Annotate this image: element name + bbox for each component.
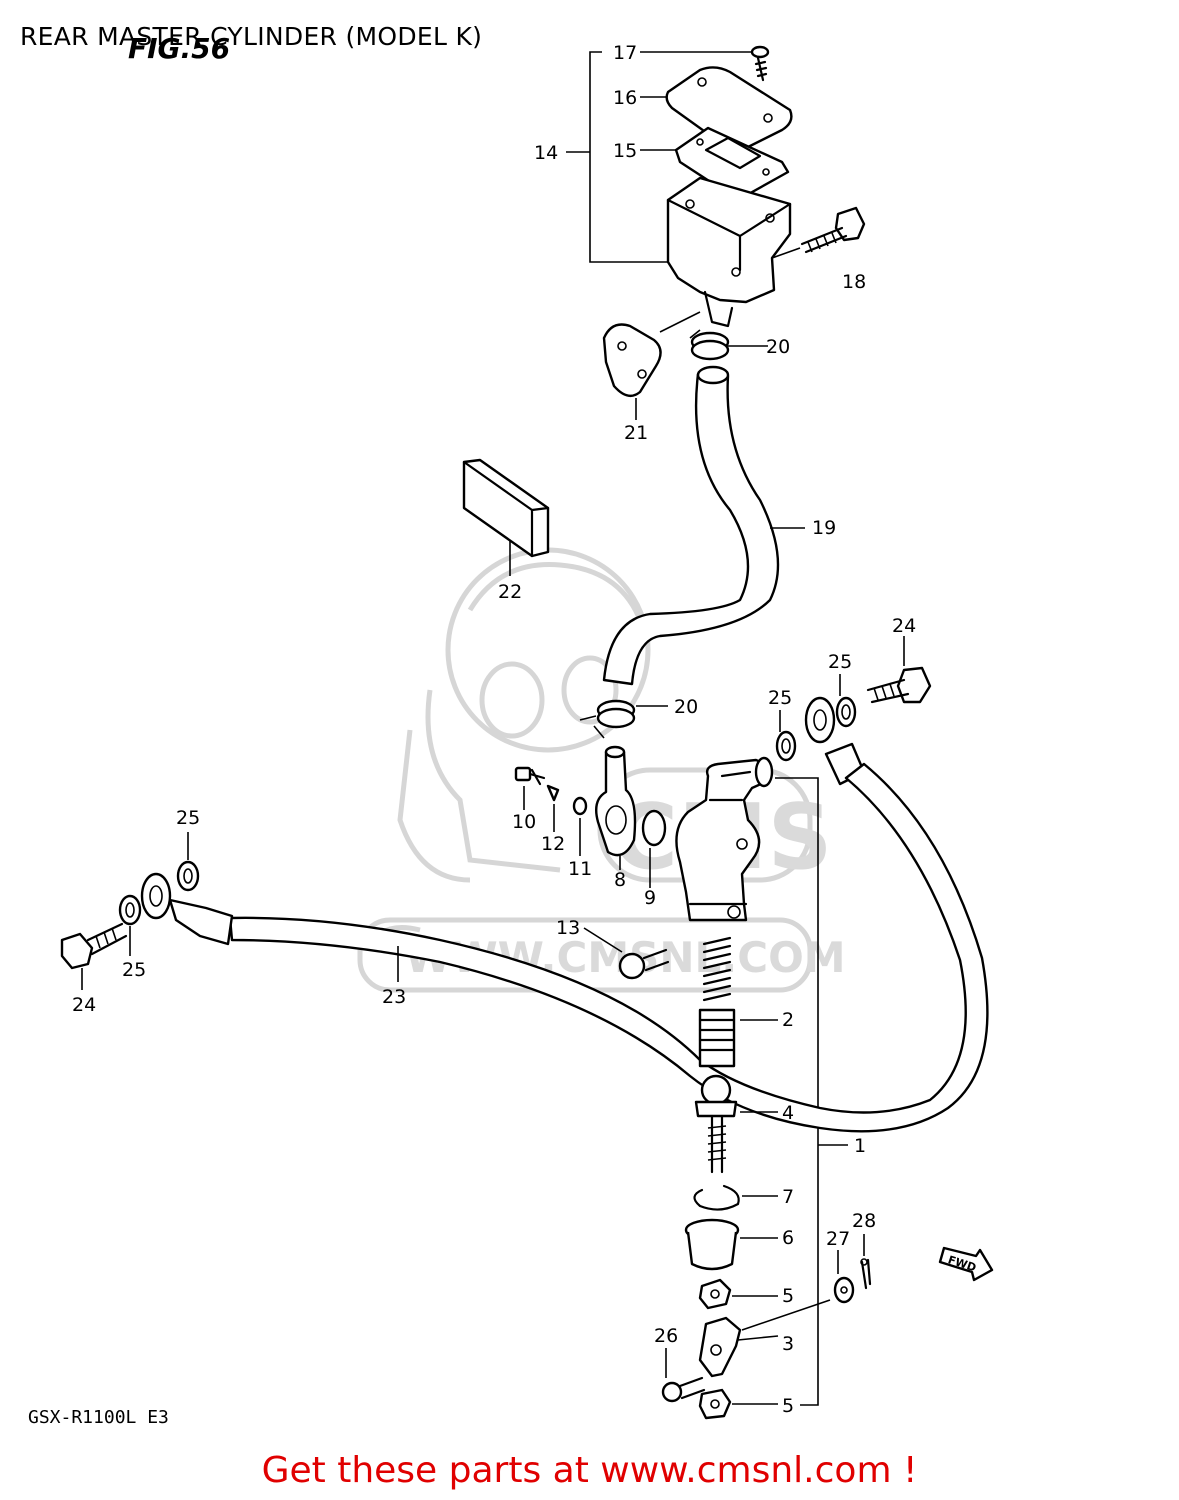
- callout-22: 22: [498, 581, 522, 603]
- callout-21: 21: [624, 422, 648, 444]
- push-rod-4: [694, 1074, 778, 1174]
- washer-27: [741, 1250, 855, 1331]
- callout-24-right: 24: [892, 615, 916, 637]
- bolt-18: [800, 206, 866, 254]
- callout-25-left-inner: 25: [122, 959, 146, 981]
- bolt-13: [583, 927, 670, 980]
- callout-2: 2: [782, 1009, 794, 1031]
- page-title: REAR MASTER CYLINDER (MODEL K): [20, 22, 483, 51]
- callout-4: 4: [782, 1102, 794, 1124]
- callout-9: 9: [644, 887, 656, 909]
- screw-17: [750, 45, 770, 82]
- hose-clamp-20-bottom: [579, 699, 668, 739]
- callout-14: 14: [534, 142, 558, 164]
- callout-10: 10: [512, 811, 536, 833]
- banjo-bolt-24-left: [60, 922, 128, 990]
- o-ring-9: [641, 809, 667, 888]
- figure-label: FIG.56: [128, 32, 231, 65]
- callout-16: 16: [613, 87, 637, 109]
- label-card-22: [462, 458, 550, 576]
- spring-piston-2: [698, 936, 778, 1068]
- o-ring-11: [572, 796, 588, 856]
- washer-25-right-inner: [775, 710, 797, 762]
- callout-labels: 17 16 15 14 18 20 21 19 22 24 25 25 20 1…: [72, 42, 916, 1417]
- footer-link[interactable]: Get these parts at www.cmsnl.com !: [261, 1450, 918, 1491]
- callout-15: 15: [613, 140, 637, 162]
- brake-hose-23: [140, 696, 989, 1133]
- clevis-pin-26: [661, 1348, 706, 1403]
- fwd-arrow-icon: FWD: [938, 1246, 994, 1282]
- hose-clamp-20-top: [689, 329, 768, 361]
- circlip-7: [693, 1184, 778, 1211]
- group-bracket-1: [775, 777, 848, 1406]
- gasket-plate-21: [602, 311, 701, 420]
- callout-25-left-outer: 25: [176, 807, 200, 829]
- nut-5-lower: [698, 1388, 778, 1420]
- callout-6: 6: [782, 1227, 794, 1249]
- reservoir-cap-16: [665, 66, 793, 151]
- callout-11: 11: [568, 858, 592, 880]
- washer-25-right-outer: [835, 674, 857, 728]
- callout-28: 28: [852, 1210, 876, 1232]
- callout-25-right-inner: 25: [768, 687, 792, 709]
- clevis-3: [698, 1316, 779, 1378]
- hose-union-8: [595, 745, 637, 870]
- callout-5-lower: 5: [782, 1395, 794, 1417]
- screw-10: [514, 766, 546, 810]
- callout-27: 27: [826, 1228, 850, 1250]
- callout-20-top: 20: [766, 336, 790, 358]
- callout-18: 18: [842, 271, 866, 293]
- callout-24-left: 24: [72, 994, 96, 1016]
- callout-26: 26: [654, 1325, 678, 1347]
- master-cylinder-body: [675, 756, 774, 922]
- nut-5-upper: [698, 1278, 778, 1310]
- callout-17: 17: [613, 42, 637, 64]
- callout-13: 13: [556, 917, 580, 939]
- boot-6: [684, 1218, 778, 1271]
- callout-19: 19: [812, 517, 836, 539]
- callout-25-right-outer: 25: [828, 651, 852, 673]
- banjo-bolt-24-right: [866, 636, 932, 704]
- callout-7: 7: [782, 1186, 794, 1208]
- callout-8: 8: [614, 869, 626, 891]
- callout-12: 12: [541, 833, 565, 855]
- callout-3: 3: [782, 1333, 794, 1355]
- washer-25-left-inner: [118, 894, 142, 956]
- callout-23: 23: [382, 986, 406, 1008]
- callout-20-bottom: 20: [674, 696, 698, 718]
- cotter-pin-28: [860, 1234, 872, 1290]
- hose-19: [602, 365, 805, 686]
- model-code: GSX-R1100L E3: [28, 1407, 169, 1428]
- callout-1: 1: [854, 1135, 866, 1157]
- callout-5-upper: 5: [782, 1285, 794, 1307]
- washer-12: [546, 784, 560, 832]
- reservoir-body: [666, 176, 792, 328]
- washer-25-left-outer: [176, 832, 200, 892]
